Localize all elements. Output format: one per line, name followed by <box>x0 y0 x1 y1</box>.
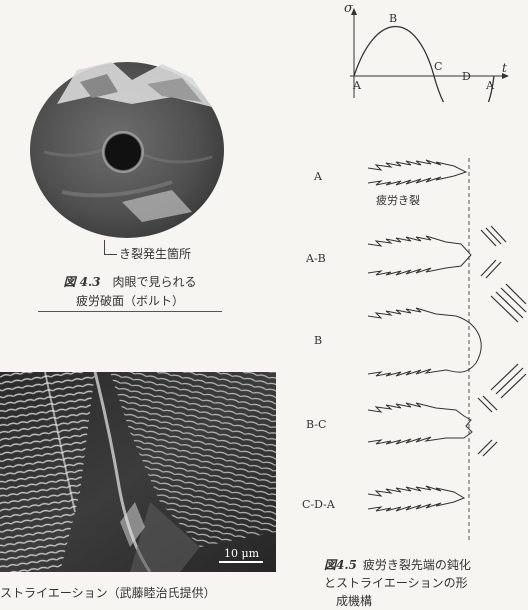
stage-label-a-b: A-B <box>305 252 326 265</box>
slip-bands-b <box>491 284 526 398</box>
sigma-label: σ <box>344 1 354 16</box>
point-a-end: A <box>485 79 495 92</box>
bolt-fracture-photo <box>22 52 232 242</box>
striation-caption: ストライエーション（武藤睦治氏提供） <box>0 584 216 601</box>
figure-4-5-line2: とストライエーションの形 <box>324 574 520 592</box>
figure-4-5-caption: 図4.5 疲労き裂先端の鈍化 とストライエーションの形 成機構 <box>324 556 520 610</box>
stage-label-a: A <box>313 170 323 183</box>
t-label: t <box>502 61 507 75</box>
point-b: B <box>389 12 397 25</box>
point-a-start: A <box>352 79 362 92</box>
crack-origin-leader <box>104 240 117 255</box>
point-d: D <box>462 70 471 83</box>
scale-bar-label: 10 μm <box>224 547 259 560</box>
figure-4-3-number: 図 4.3 <box>63 275 100 289</box>
crack-a-b <box>368 236 471 275</box>
fatigue-crack-label: 疲労き裂 <box>376 193 420 207</box>
stage-label-b-c: B-C <box>306 418 326 431</box>
slip-bands-a-b <box>481 226 506 278</box>
striation-sem-photo <box>0 372 276 572</box>
stress-waveform: σ t A B C D A <box>336 0 512 102</box>
figure-4-5-line3: 成機構 <box>324 592 520 610</box>
crack-c-d-a <box>368 486 464 511</box>
slip-bands-b-c <box>478 396 497 456</box>
crack-a <box>368 160 466 185</box>
scale-bar <box>219 561 263 563</box>
crack-origin-label: き裂発生箇所 <box>119 245 191 262</box>
figure-4-5-line1: 疲労き裂先端の鈍化 <box>363 558 471 572</box>
crack-b-c <box>368 403 472 444</box>
point-c: C <box>434 60 442 73</box>
caption-underline <box>38 311 222 312</box>
crack-b-blunted <box>368 308 481 376</box>
figure-4-3-caption-line1: 肉眼で見られる <box>113 275 197 289</box>
figure-4-5-number: 図4.5 <box>324 558 357 572</box>
figure-4-3-caption-line2: 疲労破面（ボルト） <box>38 292 222 311</box>
stage-label-b: B <box>314 334 322 347</box>
sine-curve <box>354 27 494 103</box>
crack-tip-stages: A 疲労き裂 A-B B B-C C-D-A <box>296 158 528 543</box>
figure-4-3-caption: 図 4.3 肉眼で見られる 疲労破面（ボルト） <box>38 273 222 311</box>
stage-label-c-d-a: C-D-A <box>302 498 336 511</box>
